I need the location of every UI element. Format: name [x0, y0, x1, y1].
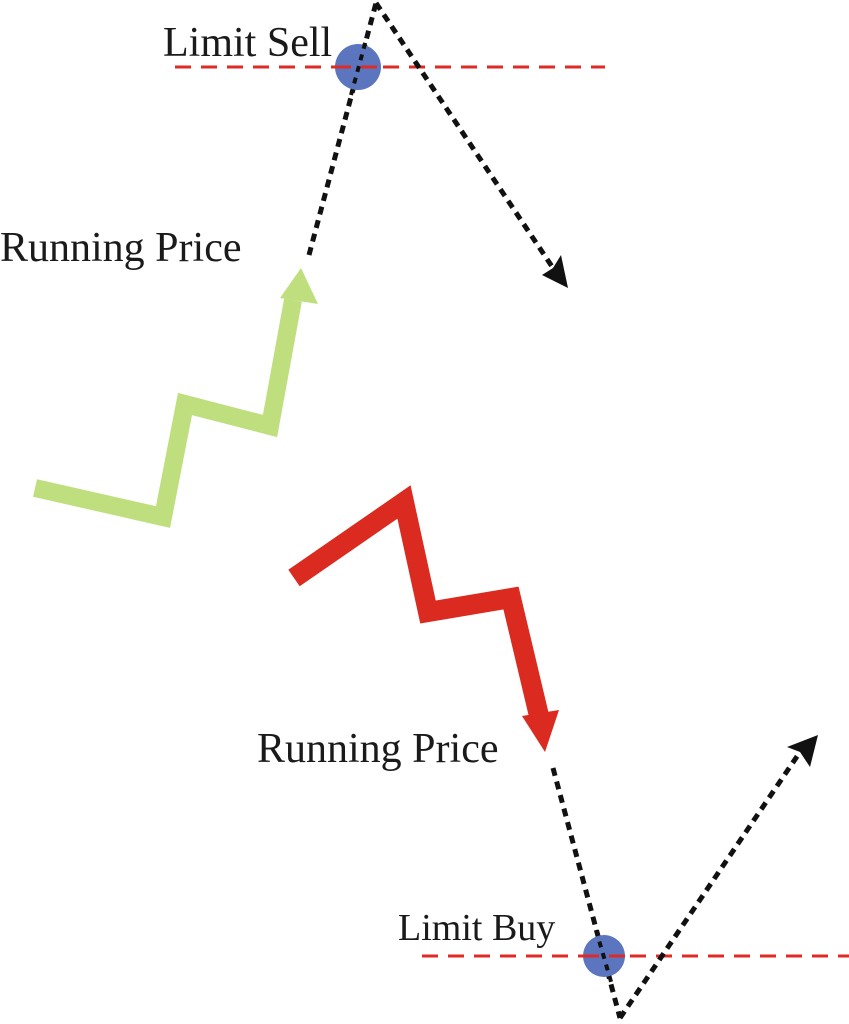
- running-price-up-arrowhead-icon: [280, 268, 318, 304]
- limit-buy-label: Limit Buy: [398, 907, 555, 949]
- projected-path-over-point-bottom: [594, 929, 614, 986]
- projected-rise-arrowhead-icon: [787, 735, 818, 767]
- projected-rise-path-bottom: [617, 750, 803, 1020]
- projected-path-over-point-top: [349, 39, 368, 96]
- running-price-down-arrowhead-icon: [522, 710, 559, 752]
- running-price-down-zigzag: [288, 485, 550, 723]
- running-price-up-zigzag: [33, 298, 302, 528]
- limit-sell-label: Limit Sell: [163, 20, 332, 66]
- projected-fall-arrowhead-icon: [542, 255, 568, 288]
- running-price-label-bottom: Running Price: [257, 726, 498, 772]
- running-price-label-top: Running Price: [0, 225, 241, 271]
- projected-fall-path-top: [373, 1, 556, 270]
